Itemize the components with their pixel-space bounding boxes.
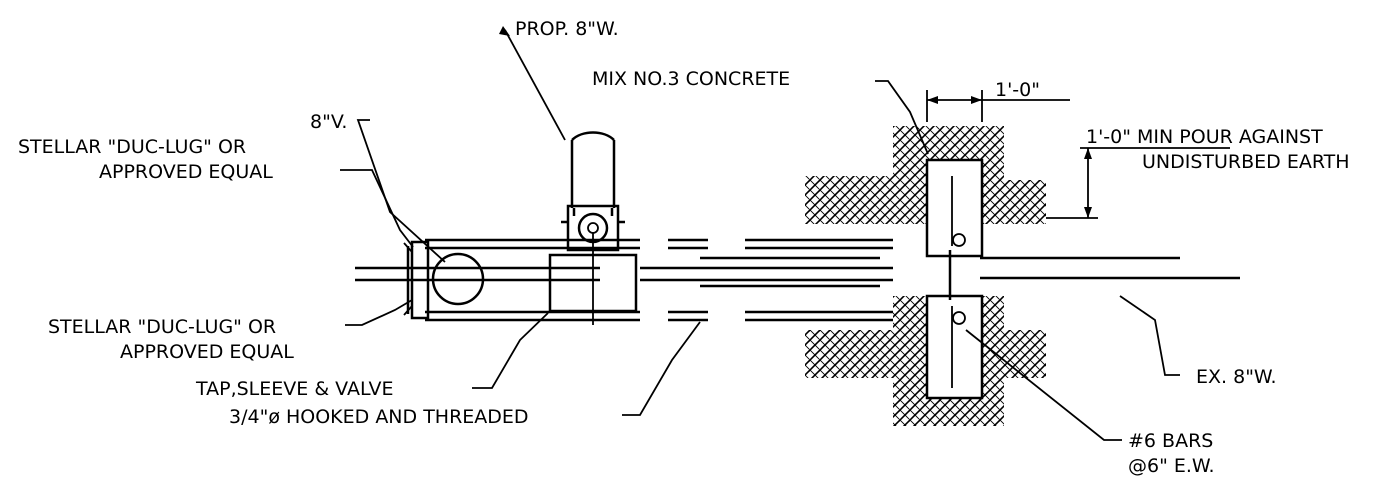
earth-hatch [805,126,1046,426]
valve-assembly [403,240,485,320]
label-bars-1: #6 BARS [1128,430,1213,452]
leader-lines [340,26,1180,441]
label-tap-sleeve-valve: TAP,SLEEVE & VALVE [195,378,393,400]
labels: PROP. 8"W. MIX NO.3 CONCRETE 1'-0" 1'-0"… [18,18,1350,477]
thrust-block [925,158,984,400]
label-dim-width: 1'-0" [995,79,1040,101]
label-duclug-bottom-1: STELLAR "DUC-LUG" OR [48,316,276,338]
vertical-proposed-pipe [561,131,625,252]
existing-main-pipe [355,250,1240,300]
label-bars-2: @6" E.W. [1128,455,1215,477]
label-duclug-top-2: APPROVED EQUAL [99,161,273,183]
label-duclug-top-1: STELLAR "DUC-LUG" OR [18,136,246,158]
proposed-branch-pipe [425,238,893,322]
label-prop-8w: PROP. 8"W. [515,18,619,40]
label-min-pour-2: UNDISTURBED EARTH [1142,151,1350,173]
dimension-lines [926,90,1230,219]
label-mix-concrete: MIX NO.3 CONCRETE [592,68,790,90]
label-8v: 8"V. [310,111,347,133]
label-duclug-bottom-2: APPROVED EQUAL [120,341,294,363]
label-ex-8w: EX. 8"W. [1196,366,1277,388]
label-hooked-threaded: 3/4"ø HOOKED AND THREADED [229,406,529,428]
tapping-sleeve [548,232,638,325]
label-min-pour-1: 1'-0" MIN POUR AGAINST [1086,126,1323,148]
